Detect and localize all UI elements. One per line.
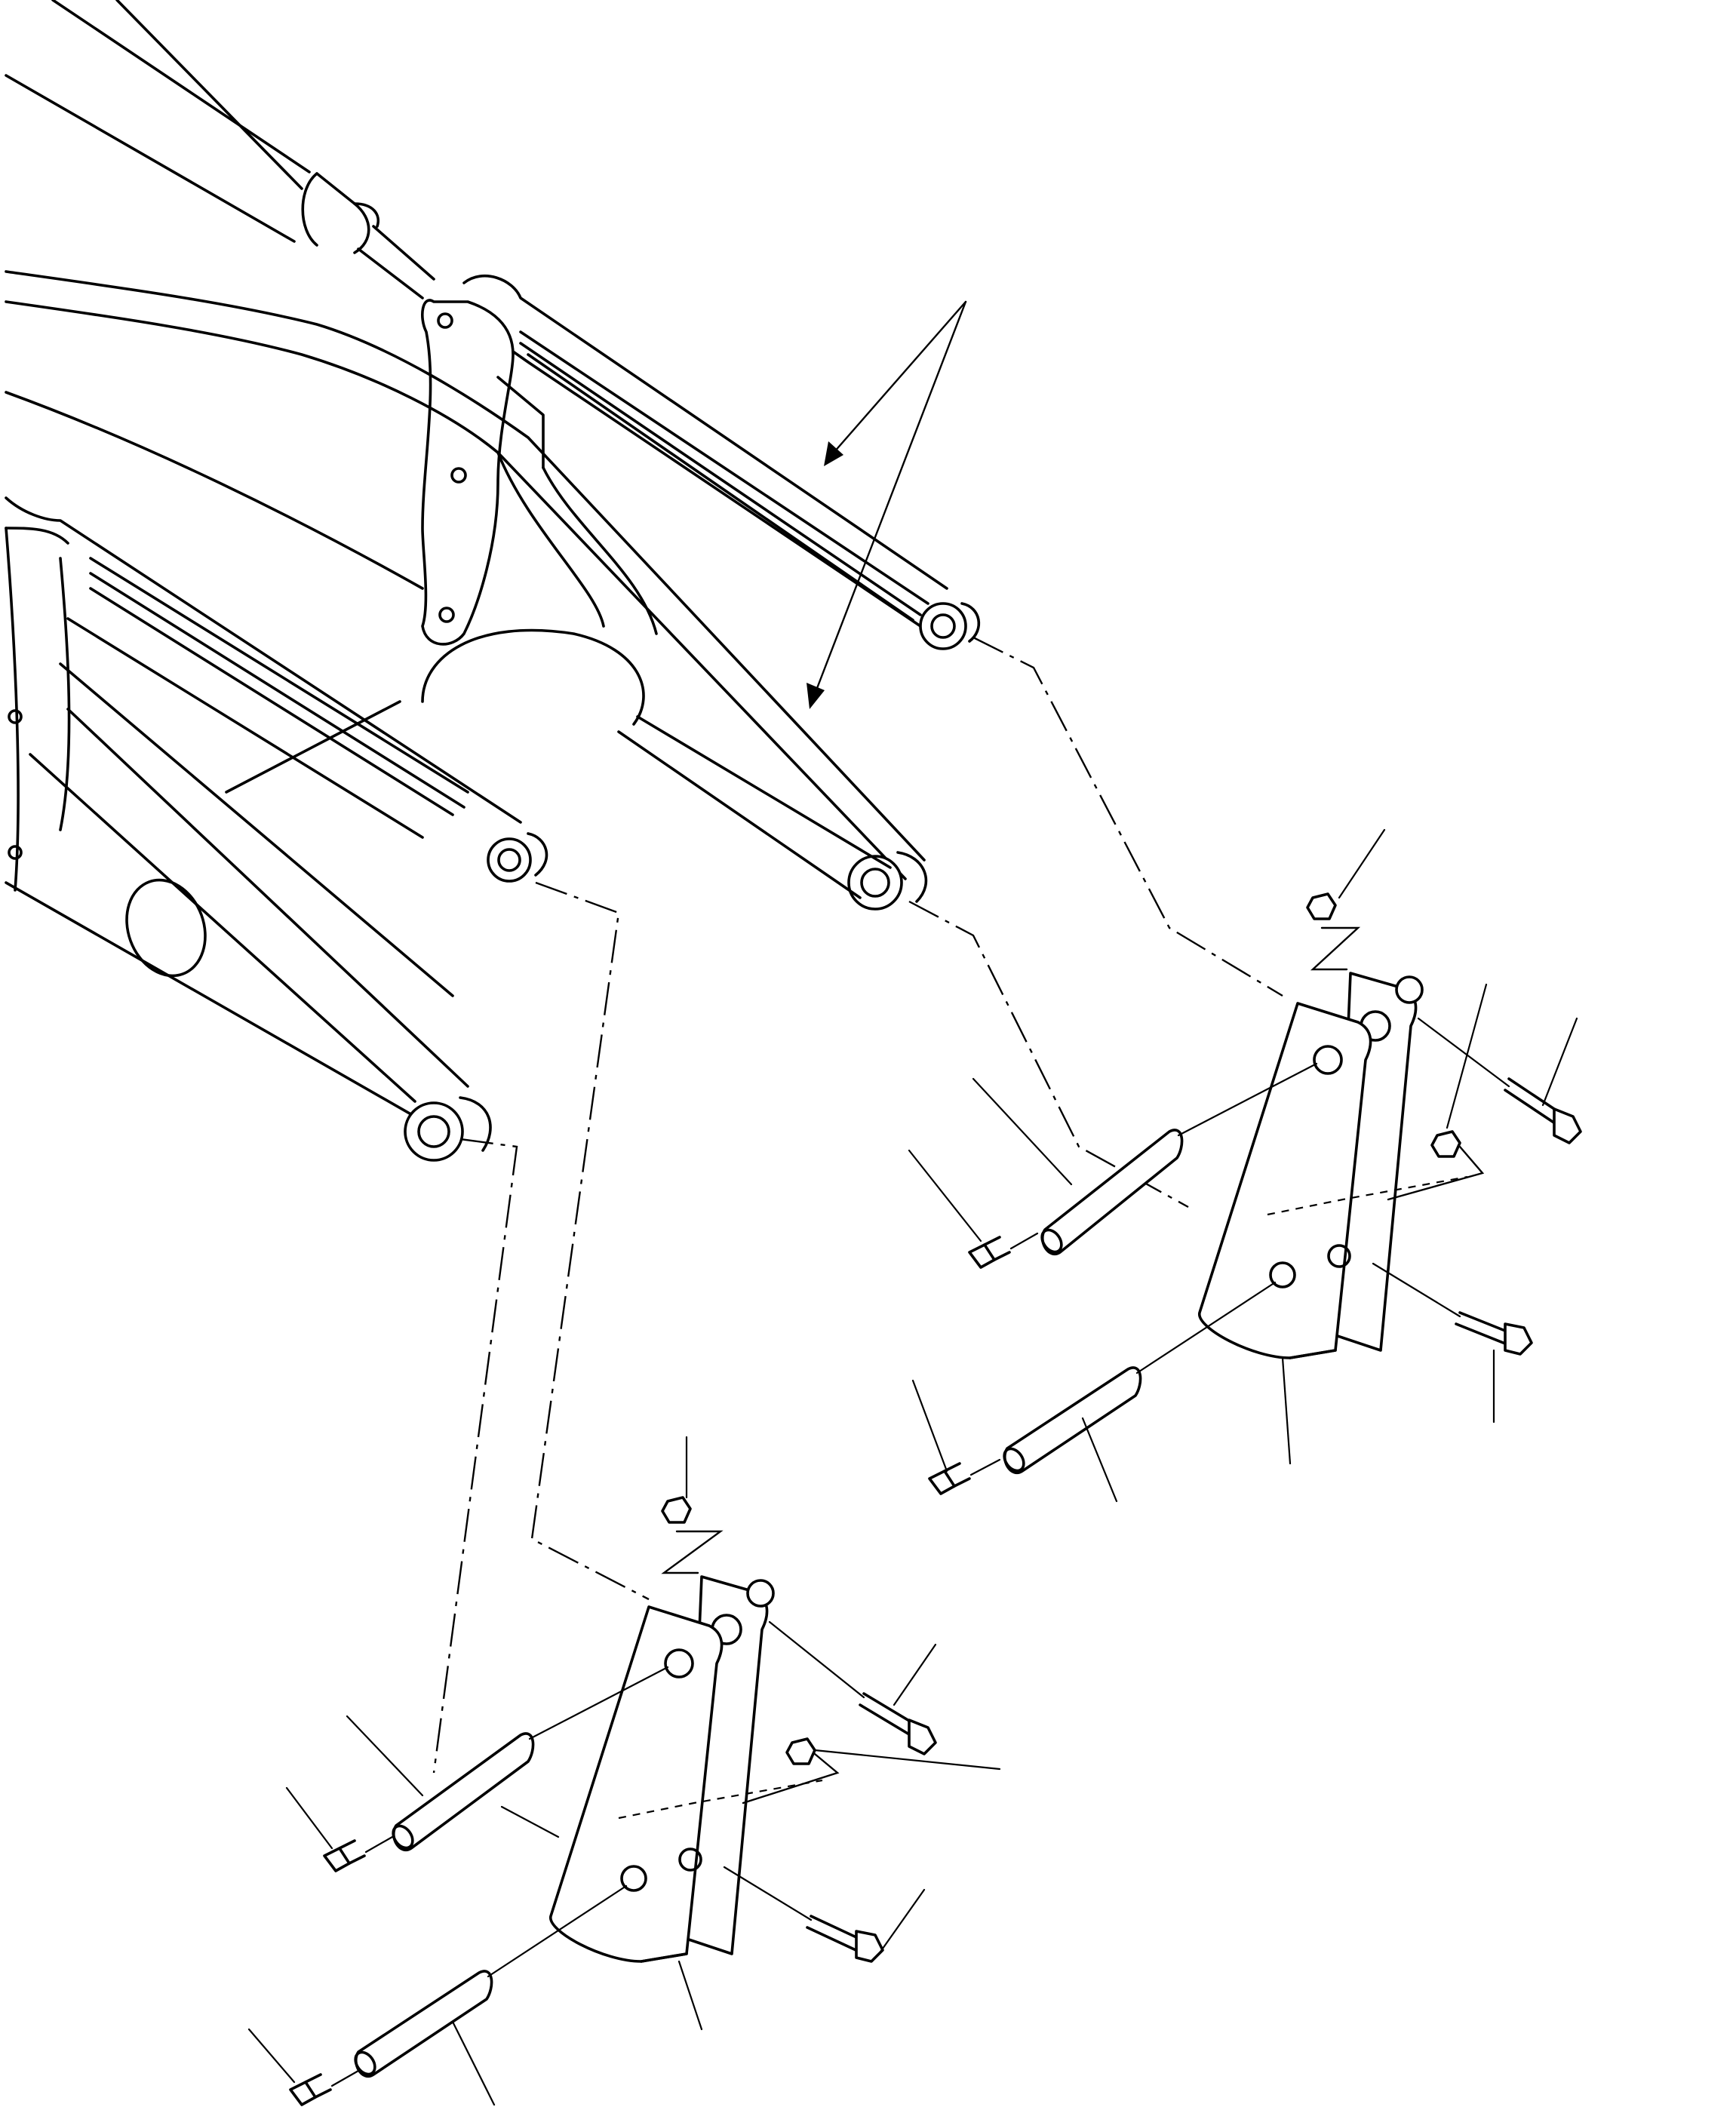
lower-pin bbox=[354, 1884, 628, 2078]
upper-pin bbox=[392, 1666, 669, 1851]
lock-nut bbox=[742, 1737, 1001, 1804]
leader-lines bbox=[908, 828, 1578, 1503]
centerlines bbox=[432, 636, 1283, 1774]
link-bracket bbox=[1198, 972, 1468, 1359]
lock-nut bbox=[661, 1496, 724, 1574]
bolt bbox=[1372, 1262, 1533, 1356]
bolt bbox=[768, 1620, 937, 1755]
lower-pin bbox=[1003, 1281, 1277, 1474]
right-bracket-group bbox=[908, 828, 1582, 1503]
lock-nut bbox=[1387, 1130, 1485, 1201]
grease-fitting bbox=[928, 1458, 1001, 1495]
left-bracket-group bbox=[247, 1436, 1001, 2106]
pivot-plate bbox=[421, 299, 545, 646]
upper-link-arm bbox=[451, 275, 981, 650]
grease-fitting bbox=[323, 1835, 394, 1872]
leader-lines bbox=[247, 1436, 937, 2106]
grease-fitting bbox=[289, 2069, 360, 2106]
lower-link-arm bbox=[5, 270, 928, 911]
upper-pin bbox=[1040, 1062, 1318, 1255]
lower-frame bbox=[5, 496, 548, 1162]
grease-fitting bbox=[968, 1232, 1039, 1269]
bolt bbox=[1417, 1017, 1582, 1144]
lift-cylinder bbox=[5, 0, 435, 299]
link-bracket bbox=[549, 1575, 823, 1963]
lock-nut bbox=[1306, 892, 1361, 971]
cross-tube bbox=[225, 628, 892, 899]
pointer-arrows bbox=[807, 300, 967, 709]
bolt bbox=[723, 1866, 884, 1963]
